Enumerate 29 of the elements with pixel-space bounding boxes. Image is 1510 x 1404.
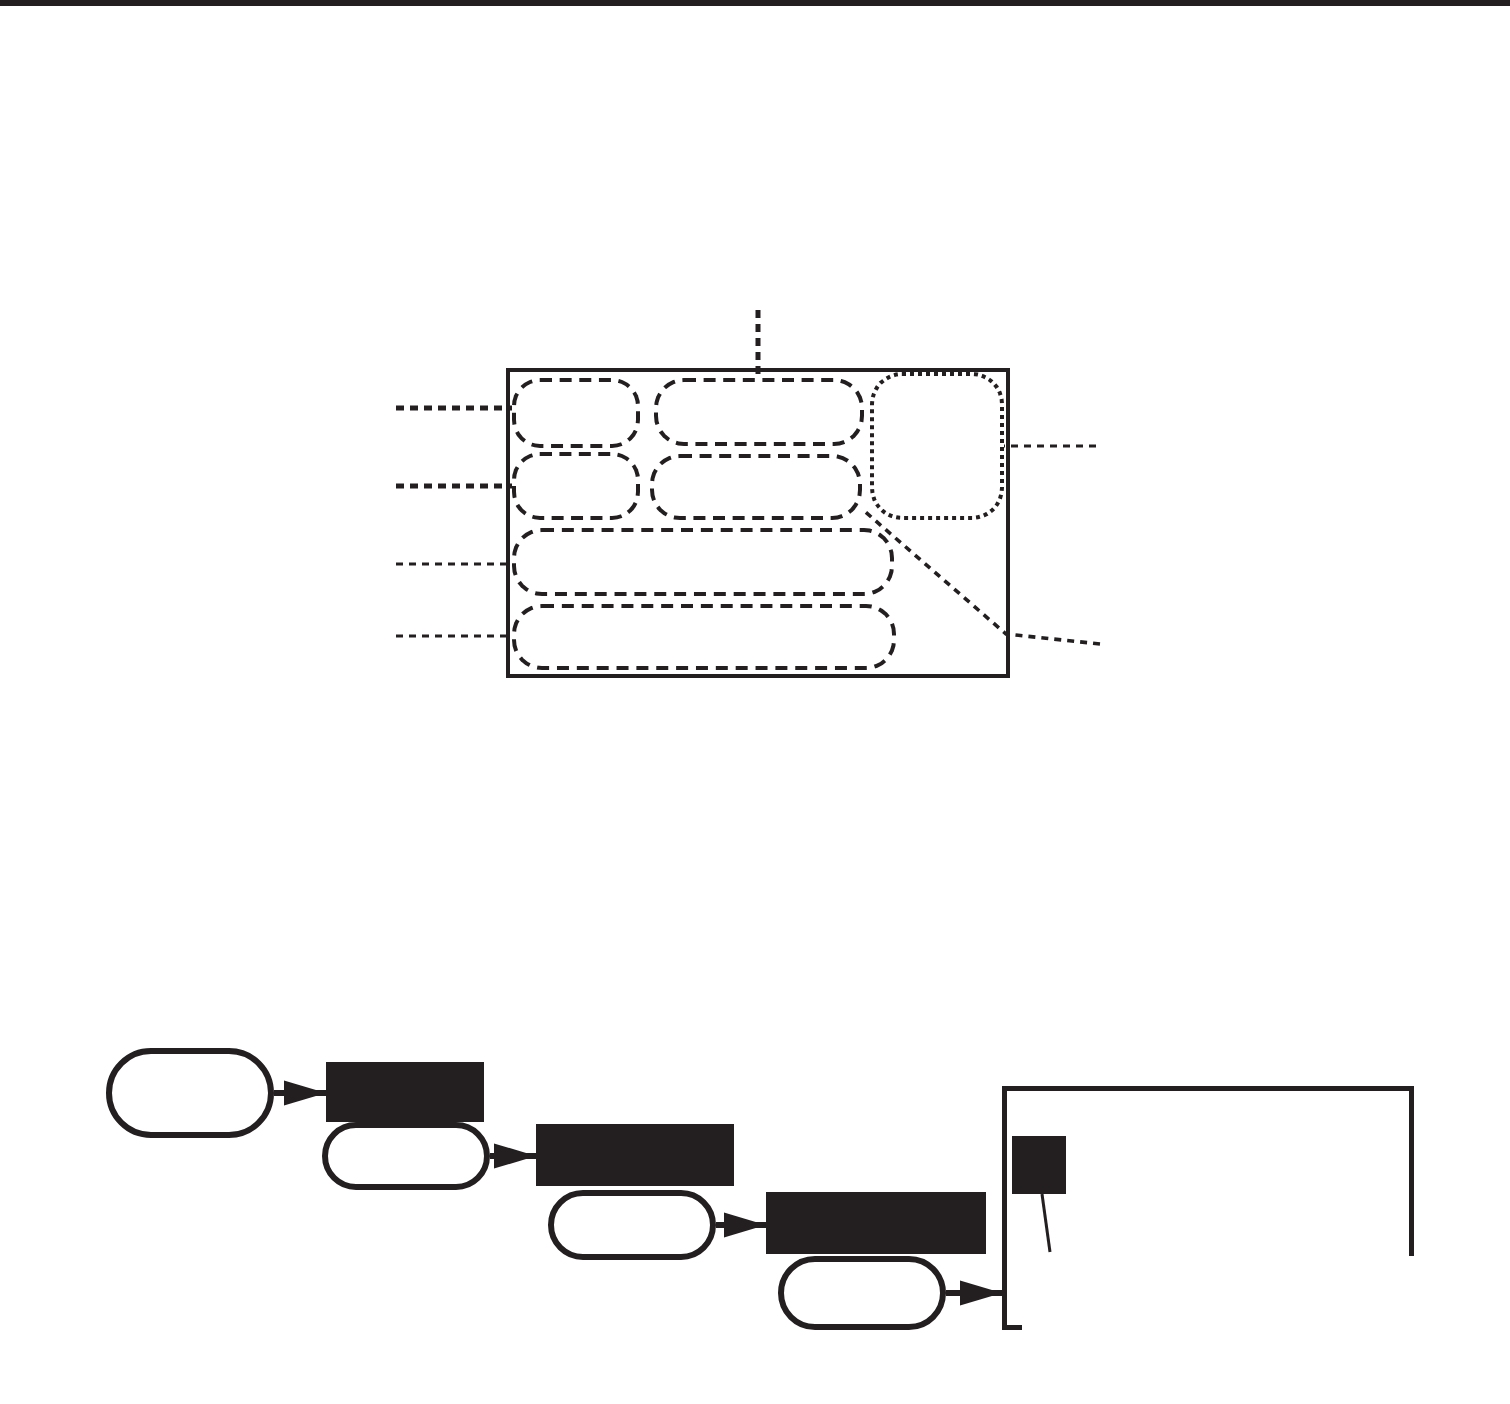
rounded-box bbox=[106, 1048, 274, 1138]
leader-line bbox=[396, 405, 512, 411]
window-frame bbox=[1002, 1086, 1414, 1330]
dashed-region bbox=[512, 604, 896, 670]
leader-line bbox=[860, 507, 1101, 646]
arrow bbox=[490, 1143, 536, 1169]
filled-square bbox=[1012, 1136, 1066, 1194]
arrow bbox=[274, 1080, 326, 1106]
leader-line bbox=[755, 310, 761, 378]
screen-frame bbox=[506, 368, 1010, 678]
rounded-box bbox=[778, 1256, 946, 1330]
leader-line bbox=[1040, 1193, 1052, 1253]
filled-bar bbox=[766, 1192, 986, 1254]
dashed-region bbox=[512, 528, 894, 596]
dashed-region bbox=[650, 454, 862, 520]
leader-line bbox=[396, 483, 512, 489]
dotted-region bbox=[870, 372, 1004, 520]
filled-bar bbox=[536, 1124, 734, 1186]
arrow bbox=[716, 1212, 766, 1238]
rounded-box bbox=[548, 1190, 716, 1260]
dashed-region bbox=[512, 378, 640, 448]
dashed-region bbox=[654, 378, 864, 446]
rounded-box bbox=[322, 1122, 490, 1190]
filled-bar bbox=[326, 1062, 484, 1122]
leader-line bbox=[396, 562, 512, 566]
arrow bbox=[946, 1280, 1002, 1306]
leader-line bbox=[396, 634, 512, 638]
leader-line bbox=[1004, 444, 1096, 448]
dashed-region bbox=[512, 452, 640, 520]
